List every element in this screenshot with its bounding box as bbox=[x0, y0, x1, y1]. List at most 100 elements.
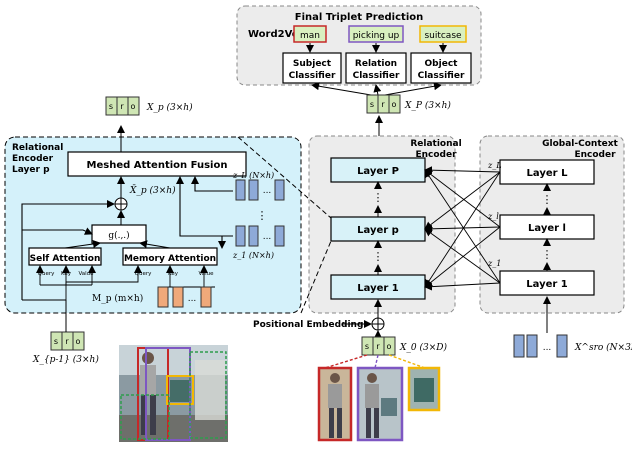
x0-sro-tokens: s r o bbox=[361, 336, 396, 356]
svg-text:r: r bbox=[120, 102, 124, 111]
svg-text:Layer P: Layer P bbox=[357, 166, 399, 177]
x0-input-label: X_0 (3×D) bbox=[399, 342, 447, 353]
svg-text:⋮: ⋮ bbox=[257, 209, 268, 222]
rel-layer-P: Layer P bbox=[330, 157, 426, 183]
svg-text:s: s bbox=[370, 100, 374, 109]
svg-text:...: ... bbox=[188, 294, 197, 304]
svg-text:s: s bbox=[365, 342, 369, 351]
memory-label: M_p (m×h) bbox=[92, 293, 143, 304]
subject-crop-image bbox=[317, 366, 353, 442]
add-op-x0 bbox=[371, 317, 385, 331]
gc-layer-l: Layer l bbox=[499, 214, 595, 240]
residual-add-op bbox=[114, 197, 128, 211]
memory-attention-qkv-labels: Query Key Value bbox=[135, 271, 215, 277]
z-1-detail-label: z_1 (N×h) bbox=[232, 251, 274, 260]
gc-layer-1: Layer 1 bbox=[499, 270, 595, 296]
positional-embedding-label: Positional Embedding bbox=[253, 320, 363, 330]
global-context-encoder-panel: Global-Context Encoder Layer L ⋮ Layer l… bbox=[479, 135, 625, 314]
xp-output-label: X_P (3×h) bbox=[404, 100, 451, 111]
gating-function-block: g(.,.) bbox=[91, 224, 147, 244]
svg-text:Value: Value bbox=[78, 271, 94, 277]
residual-path bbox=[21, 200, 115, 300]
svg-text:Layer 1: Layer 1 bbox=[357, 283, 399, 294]
svg-text:...: ... bbox=[263, 232, 272, 242]
crop-leaders bbox=[324, 354, 426, 369]
detail-title-2: Encoder bbox=[12, 154, 54, 164]
xp-detail-output-label: X_p (3×h) bbox=[146, 102, 193, 113]
gc-input-tokens: ... X^sro (N×3D) bbox=[513, 334, 632, 358]
meshed-attention-fusion-block: Meshed Attention Fusion bbox=[67, 151, 247, 177]
svg-text:Layer l: Layer l bbox=[528, 223, 566, 234]
rel-layer-1: Layer 1 bbox=[330, 274, 426, 300]
encoder-layer-detail-panel: Relational Encoder Layer p Meshed Attent… bbox=[4, 136, 302, 314]
final-triplet-prediction-title: Final Triplet Prediction bbox=[295, 12, 424, 23]
relational-encoder-panel: Relational Encoder Layer P ⋮ Layer p ⋮ L… bbox=[308, 135, 462, 314]
xp-sro-tokens: s r o bbox=[366, 94, 401, 114]
detail-title-3: Layer p bbox=[12, 165, 50, 175]
final-triplet-prediction-panel: Final Triplet Prediction Word2Vec man pi… bbox=[236, 5, 482, 86]
svg-text:⋮: ⋮ bbox=[373, 191, 384, 204]
svg-text:man: man bbox=[300, 31, 320, 41]
xbar-p-label: X̄_p (3×h) bbox=[129, 184, 176, 196]
relational-encoder-title-2: Encoder bbox=[415, 150, 457, 160]
svg-text:Value: Value bbox=[198, 271, 214, 277]
svg-text:r: r bbox=[65, 337, 69, 346]
global-context-encoder-title-2: Encoder bbox=[574, 150, 616, 160]
svg-text:⋮: ⋮ bbox=[542, 193, 553, 206]
global-context-encoder-title: Global-Context bbox=[542, 139, 618, 149]
z-l-label: z_l bbox=[487, 212, 499, 221]
svg-text:picking up: picking up bbox=[353, 31, 400, 41]
z-input-paths bbox=[176, 176, 233, 249]
svg-text:Classifier: Classifier bbox=[353, 71, 400, 81]
object-crop-image bbox=[407, 366, 441, 412]
svg-text:Meshed Attention Fusion: Meshed Attention Fusion bbox=[87, 160, 228, 171]
z-L-label: z_L bbox=[487, 161, 502, 170]
word-picking-up: picking up bbox=[348, 25, 404, 43]
z-L-tokens: ... bbox=[235, 179, 285, 201]
xp-minus-1-label: X_{p-1} (3×h) bbox=[32, 354, 99, 365]
object-classifier: Object Classifier bbox=[410, 52, 472, 84]
svg-text:o: o bbox=[387, 342, 392, 351]
svg-text:⋮: ⋮ bbox=[373, 250, 384, 263]
svg-text:s: s bbox=[54, 337, 58, 346]
svg-text:...: ... bbox=[263, 186, 272, 196]
z-1-tokens: ... bbox=[235, 225, 285, 247]
memory-slots: ... bbox=[157, 286, 212, 308]
svg-text:Classifier: Classifier bbox=[418, 71, 465, 81]
svg-text:o: o bbox=[76, 337, 81, 346]
z-L-detail-label: z_L (N×h) bbox=[232, 171, 274, 180]
svg-text:Classifier: Classifier bbox=[289, 71, 336, 81]
svg-text:Layer L: Layer L bbox=[527, 168, 569, 179]
xsro-input-label: X^sro (N×3D) bbox=[574, 342, 632, 353]
word2vec-label: Word2Vec bbox=[248, 29, 305, 40]
encoder-cross-connections bbox=[424, 166, 501, 291]
gc-layer-L: Layer L bbox=[499, 159, 595, 185]
xp-to-classifier-arrows bbox=[311, 82, 442, 96]
svg-text:Object: Object bbox=[425, 59, 459, 69]
svg-text:r: r bbox=[381, 100, 385, 109]
svg-text:o: o bbox=[131, 102, 136, 111]
word-suitcase: suitcase bbox=[419, 25, 467, 43]
svg-text:Layer 1: Layer 1 bbox=[526, 279, 568, 290]
svg-text:g(.,.): g(.,.) bbox=[108, 230, 129, 241]
subject-classifier: Subject Classifier bbox=[282, 52, 342, 84]
svg-text:s: s bbox=[109, 102, 113, 111]
relation-crop-image bbox=[356, 366, 404, 442]
svg-text:Query: Query bbox=[135, 271, 152, 277]
svg-text:Query: Query bbox=[38, 271, 55, 277]
self-attention-block: Self Attention bbox=[28, 247, 102, 266]
relation-classifier: Relation Classifier bbox=[345, 52, 407, 84]
relational-encoder-title: Relational bbox=[410, 139, 461, 149]
svg-text:...: ... bbox=[543, 343, 552, 353]
xp-detail-output-tokens: s r o bbox=[105, 96, 140, 116]
svg-text:suitcase: suitcase bbox=[424, 31, 462, 41]
rel-layer-p: Layer p bbox=[330, 216, 426, 242]
word-man: man bbox=[293, 25, 327, 43]
z-1-label: z_1 bbox=[487, 259, 501, 268]
xp-minus-1-input-tokens: s r o bbox=[50, 331, 85, 351]
svg-text:Memory Attention: Memory Attention bbox=[124, 254, 216, 264]
svg-text:Subject: Subject bbox=[293, 59, 332, 69]
svg-text:Relation: Relation bbox=[355, 59, 397, 69]
svg-text:Layer p: Layer p bbox=[357, 225, 399, 236]
